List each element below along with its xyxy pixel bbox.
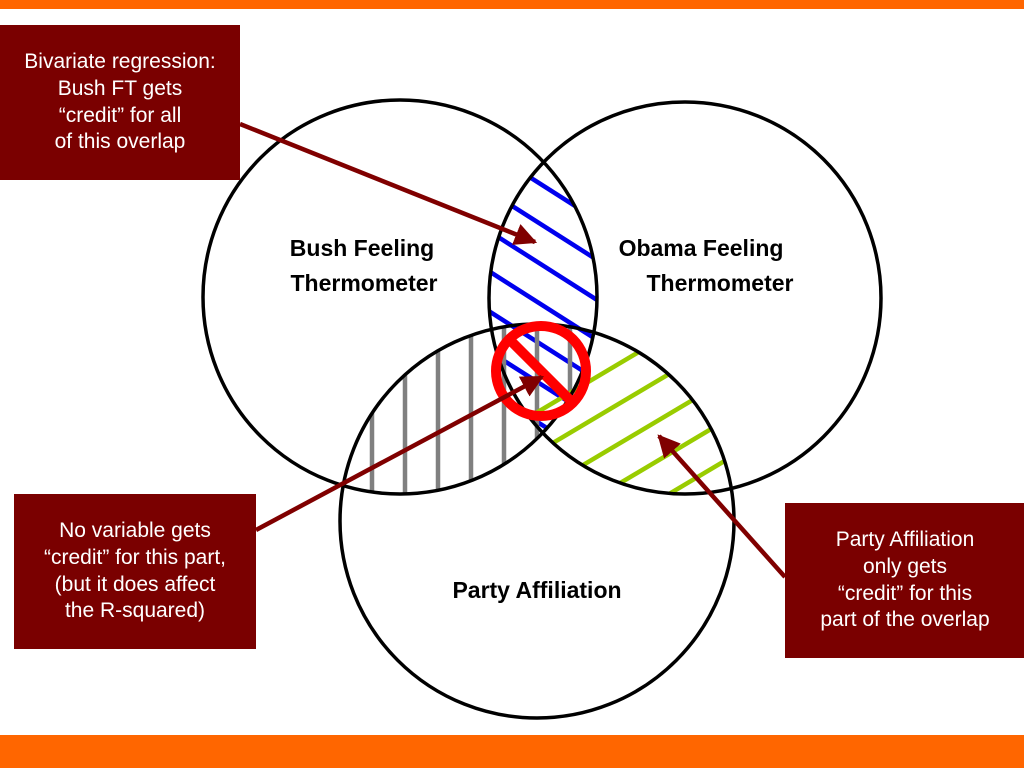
- hatch-line-blue: [489, 118, 597, 262]
- party-label: Party Affiliation: [452, 577, 621, 603]
- arrow-bivariate: [239, 121, 538, 245]
- prohibition-icon: [491, 321, 591, 421]
- callout-party-only-line2: only gets: [862, 554, 948, 578]
- callout-party-only-line4: part of the overlap: [820, 608, 990, 632]
- callout-party-only-line3: “credit” for this: [837, 581, 973, 605]
- hatch-line-blue: [489, 198, 597, 342]
- hatch-line-blue: [489, 318, 597, 462]
- callout-no-credit-line3: (but it does affect: [54, 572, 216, 596]
- bush-label-line1: Bush Feeling: [290, 235, 434, 261]
- arrow-party-only: [657, 434, 787, 579]
- callout-no-credit-line2: “credit” for this part,: [43, 545, 227, 569]
- hatch-line-green: [489, 358, 734, 494]
- hatch-line-green: [489, 324, 734, 494]
- callout-party-only: Party Affiliation only gets “credit” for…: [785, 503, 1024, 658]
- callout-bivariate-line4: of this overlap: [54, 130, 186, 154]
- hatch-line-green: [489, 398, 734, 494]
- hatch-line-green: [489, 478, 734, 494]
- obama-party-overlap-hatch: [489, 324, 734, 494]
- callout-no-credit: No variable gets “credit” for this part,…: [14, 494, 256, 649]
- arrow-no-credit: [254, 375, 544, 532]
- callout-party-only-line1: Party Affiliation: [835, 528, 975, 552]
- obama-label-line1: Obama Feeling: [619, 235, 784, 261]
- hatch-line-green: [489, 438, 734, 494]
- hatch-line-blue: [489, 238, 597, 382]
- callout-bivariate-line2: Bush FT gets: [57, 76, 183, 100]
- callout-no-credit-line1: No variable gets: [59, 519, 211, 543]
- callout-bivariate: Bivariate regression: Bush FT gets “cred…: [0, 25, 240, 180]
- callout-no-credit-line4: the R-squared): [64, 599, 206, 623]
- bush-circle: [201, 98, 599, 496]
- bush-label-line2: Thermometer: [291, 270, 438, 296]
- bottom-accent-bar: [0, 735, 1024, 768]
- top-accent-bar: [0, 0, 1024, 9]
- obama-label-line2: Thermometer: [647, 270, 794, 296]
- obama-circle: [487, 100, 883, 496]
- hatch-line-blue: [489, 158, 597, 302]
- callout-bivariate-line3: “credit” for all: [58, 103, 182, 127]
- callout-bivariate-line1: Bivariate regression:: [24, 50, 216, 74]
- hatch-line-blue: [489, 278, 597, 422]
